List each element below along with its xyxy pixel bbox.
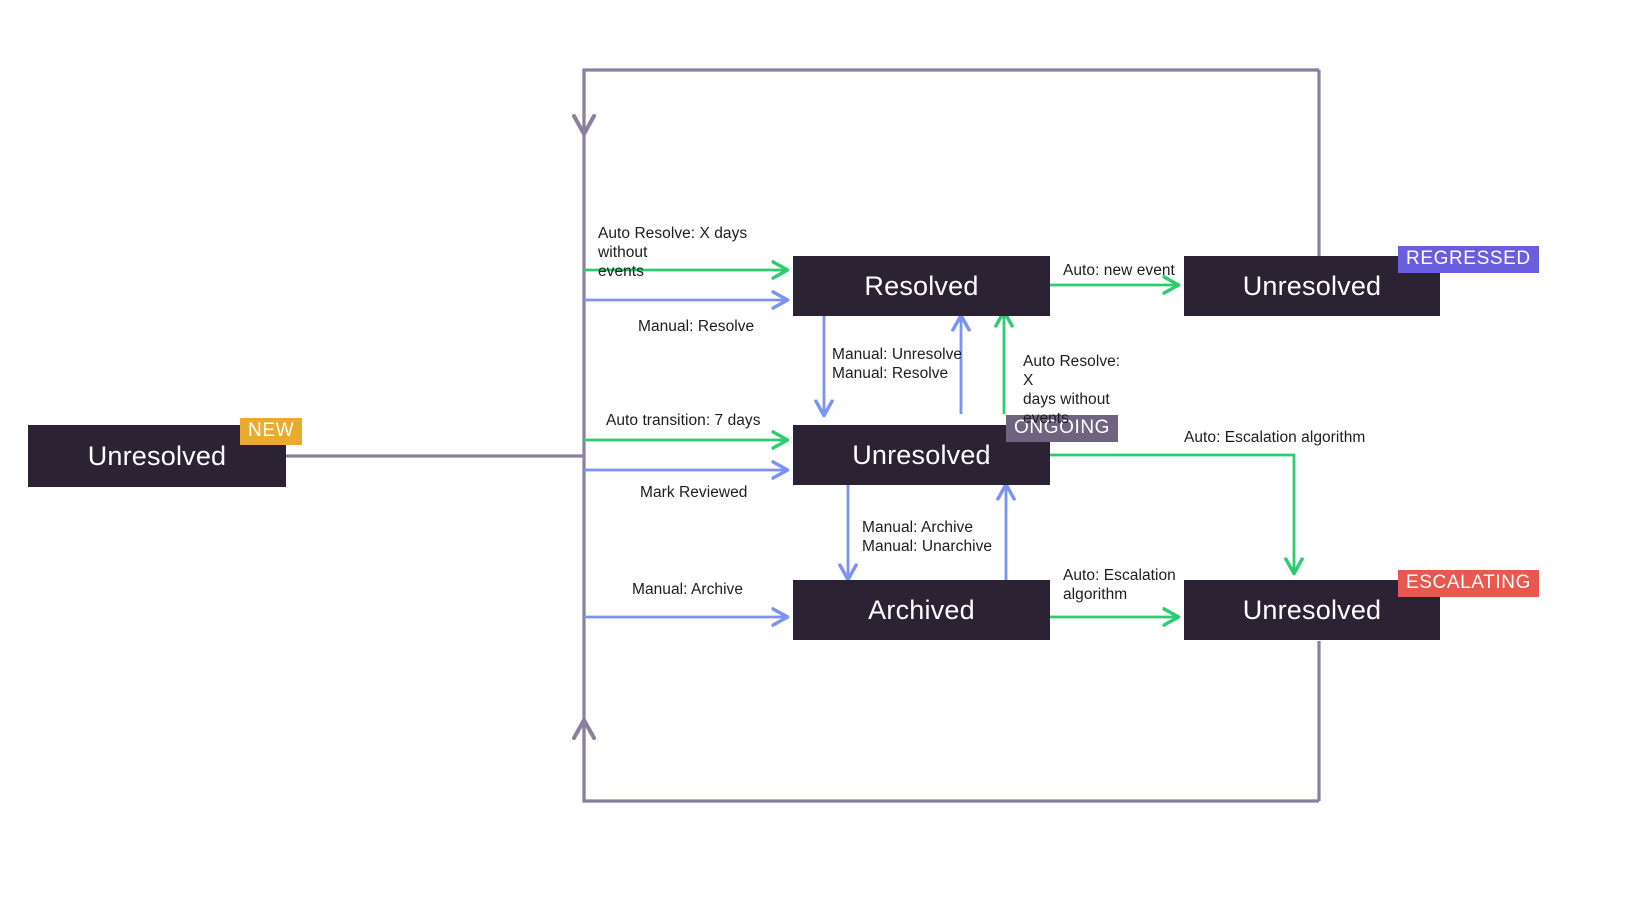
badge-label: REGRESSED: [1406, 248, 1531, 269]
edge-label-mark-reviewed: Mark Reviewed: [640, 484, 748, 501]
edge-frame-top-loop: [572, 68, 1319, 136]
node-archived[interactable]: Archived: [793, 580, 1050, 640]
edge-label-auto-transition-7-days: Auto transition: 7 days: [606, 412, 761, 429]
edge-frame-bottom-loop: [572, 718, 1319, 803]
edge-label-auto-new-event: Auto: new event: [1063, 262, 1175, 279]
node-regressed-unresolved[interactable]: Unresolved: [1184, 256, 1440, 316]
node-label: Resolved: [864, 270, 979, 301]
node-label: Unresolved: [1242, 270, 1382, 301]
badge-ongoing: ONGOING: [1006, 415, 1119, 442]
edge-label-auto-resolve-days: Auto Resolve: X days without events: [598, 225, 748, 280]
node-ongoing-unresolved[interactable]: Unresolved: [793, 425, 1050, 485]
badge-label: ONGOING: [1014, 417, 1111, 438]
edge-label-manual-archive-unarchive: Manual: Archive Manual: Unarchive: [862, 519, 993, 555]
node-label: Unresolved: [1242, 594, 1382, 625]
edge-label-auto-escalation-top: Auto: Escalation algorithm: [1184, 429, 1366, 446]
node-label: Unresolved: [852, 439, 991, 470]
edge-label-auto-resolve-days-up: Auto Resolve: X days without events: [1023, 353, 1121, 427]
edge-ongoing-to-escalating: [1050, 453, 1294, 572]
badge-label: ESCALATING: [1406, 572, 1531, 593]
node-label: Unresolved: [87, 440, 227, 471]
node-escalating-unresolved[interactable]: Unresolved: [1184, 580, 1440, 640]
node-label: Archived: [868, 594, 975, 625]
badge-label: NEW: [248, 420, 295, 441]
edge-label-manual-unresolve-resolve: Manual: Unresolve Manual: Resolve: [832, 346, 963, 382]
edge-label-manual-resolve: Manual: Resolve: [638, 318, 755, 335]
edge-label-manual-archive: Manual: Archive: [632, 581, 744, 598]
badge-escalating: ESCALATING: [1398, 570, 1539, 597]
node-new-unresolved[interactable]: Unresolved: [28, 425, 286, 487]
badge-new: NEW: [240, 418, 303, 445]
node-resolved[interactable]: Resolved: [793, 256, 1050, 316]
badge-regressed: REGRESSED: [1398, 246, 1539, 273]
edge-label-auto-escalation-bottom: Auto: Escalation algorithm: [1063, 567, 1176, 603]
